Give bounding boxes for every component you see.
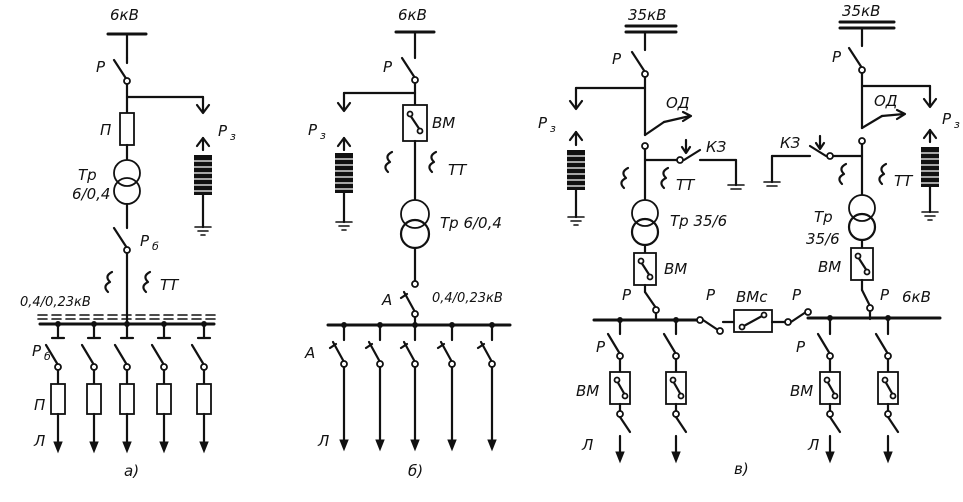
b-bus-voltage-label: 0,4/0,23кВ — [432, 291, 503, 306]
c-feeder-4 — [874, 315, 900, 464]
svg-text:б: б — [44, 350, 51, 363]
a-fuse-label: П — [100, 121, 111, 139]
a-line-label: Л — [33, 432, 45, 450]
c-ct-left-label: ТТ — [676, 176, 696, 194]
diagram-a: 6кВ Р П Тр 6/0,4 Р б ТТ — [20, 6, 236, 480]
a-feeders — [44, 321, 212, 454]
b-feeder-3 — [399, 322, 420, 452]
a-feeder-2 — [80, 321, 102, 454]
b-ct-label: ТТ — [448, 161, 468, 179]
a-breaker — [112, 226, 129, 250]
c-bus-voltage-label: 6кВ — [902, 288, 931, 306]
c-caption: в) — [734, 460, 749, 478]
c-separator-left — [643, 120, 666, 137]
svg-text:ВМ: ВМ — [790, 382, 813, 400]
c-breaker-left-label: ВМ — [664, 260, 687, 278]
a-ct-label: ТТ — [160, 276, 180, 294]
b-transformer-label: Тр 6/0,4 — [440, 214, 502, 232]
b-automat-label: А — [381, 291, 392, 309]
c-voltage-right-label: 35кВ — [842, 2, 880, 20]
c-short-circuiter-left-label: КЗ — [706, 138, 727, 156]
b-breaker-label: ВМ — [432, 114, 455, 132]
c-short-circuiter-right — [808, 144, 828, 158]
b-disconnector-label: Р — [383, 58, 393, 76]
c-transformer-right-label-1: Тр — [814, 208, 833, 226]
b-voltage-label: 6кВ — [398, 6, 427, 24]
a-fuse — [119, 112, 135, 146]
svg-text:з: з — [550, 122, 556, 135]
a-bus-voltage-label: 0,4/0,23кВ — [20, 295, 91, 310]
diagram-b: 6кВ Р ВМ ТТ Р з — [304, 6, 512, 480]
c-line-label-right: Л — [807, 436, 819, 454]
svg-text:Р: Р — [832, 48, 842, 66]
c-relay-left-label: Р — [538, 114, 548, 132]
a-transformer-label-1: Тр — [78, 166, 97, 184]
a-feeder-3 — [113, 321, 135, 454]
c-feeders — [606, 315, 900, 464]
svg-text:Р: Р — [622, 286, 632, 304]
c-feeder-2 — [662, 317, 688, 464]
c-short-circuiter-left — [682, 148, 702, 162]
a-disconnector-label: Р — [96, 58, 106, 76]
b-ct-coil-left — [384, 150, 394, 174]
c-separator-left-label: ОД — [666, 94, 690, 112]
c-sectional-breaker-label: ВМс — [736, 288, 768, 306]
a-feeder-fuse-label: П — [34, 396, 45, 414]
svg-text:ВМ: ВМ — [818, 258, 841, 276]
c-transformer-right-label-2: 35/6 — [806, 230, 840, 248]
svg-text:б: б — [152, 240, 159, 253]
b-feeder-1 — [328, 322, 349, 452]
a-ct-coil-left — [104, 270, 114, 294]
c-disconnector-right — [847, 46, 864, 70]
b-feeders — [328, 322, 497, 452]
b-feeder-2 — [364, 322, 385, 452]
b-line-label: Л — [317, 432, 329, 450]
a-voltage-label: 6кВ — [110, 6, 139, 24]
b-relay-label: Р — [308, 121, 318, 139]
svg-text:з: з — [320, 129, 326, 142]
svg-text:Р: Р — [596, 338, 606, 356]
diagram-c: 35кВ Р Р з ОД — [538, 2, 960, 478]
svg-text:Р: Р — [792, 286, 802, 304]
c-disconnector-left-label: Р — [612, 50, 622, 68]
c-feeder-1 — [606, 317, 632, 464]
a-transformer-label-2: 6/0,4 — [72, 185, 110, 203]
c-transformer-left-label: Тр 35/6 — [670, 212, 727, 230]
svg-text:Р: Р — [706, 286, 716, 304]
b-feeder-5 — [476, 322, 497, 452]
a-feeder-4 — [150, 321, 172, 454]
svg-text:з: з — [954, 118, 960, 131]
a-feeder-5 — [190, 321, 212, 454]
c-line-label-left: Л — [581, 436, 593, 454]
svg-text:Р: Р — [880, 286, 890, 304]
b-feeder-automat-label: А — [304, 344, 315, 362]
a-disconnector — [112, 58, 129, 82]
b-feeder-4 — [436, 322, 457, 452]
b-disconnector — [400, 56, 417, 80]
c-separator-right — [860, 114, 884, 130]
svg-text:ВМ: ВМ — [576, 382, 599, 400]
a-caption: а) — [124, 462, 139, 480]
a-breaker-label: Р — [140, 232, 150, 250]
c-relay-right-label: Р — [942, 110, 952, 128]
a-feeder-breaker-label: Р — [32, 342, 42, 360]
b-ct-coil-right — [428, 150, 438, 174]
svg-text:Р: Р — [796, 338, 806, 356]
c-feeder-3 — [816, 315, 842, 464]
c-voltage-left-label: 35кВ — [628, 6, 666, 24]
a-relay-label: Р — [218, 122, 228, 140]
a-ct-coil-right — [142, 270, 152, 294]
b-caption: б) — [408, 462, 423, 480]
c-separator-right-label: ОД — [874, 92, 898, 110]
c-short-circuiter-right-label: КЗ — [780, 134, 801, 152]
a-feeder-1 — [44, 321, 66, 454]
c-ct-right-label: ТТ — [894, 172, 914, 190]
svg-text:з: з — [230, 130, 236, 143]
c-disconnector-left — [630, 50, 647, 74]
